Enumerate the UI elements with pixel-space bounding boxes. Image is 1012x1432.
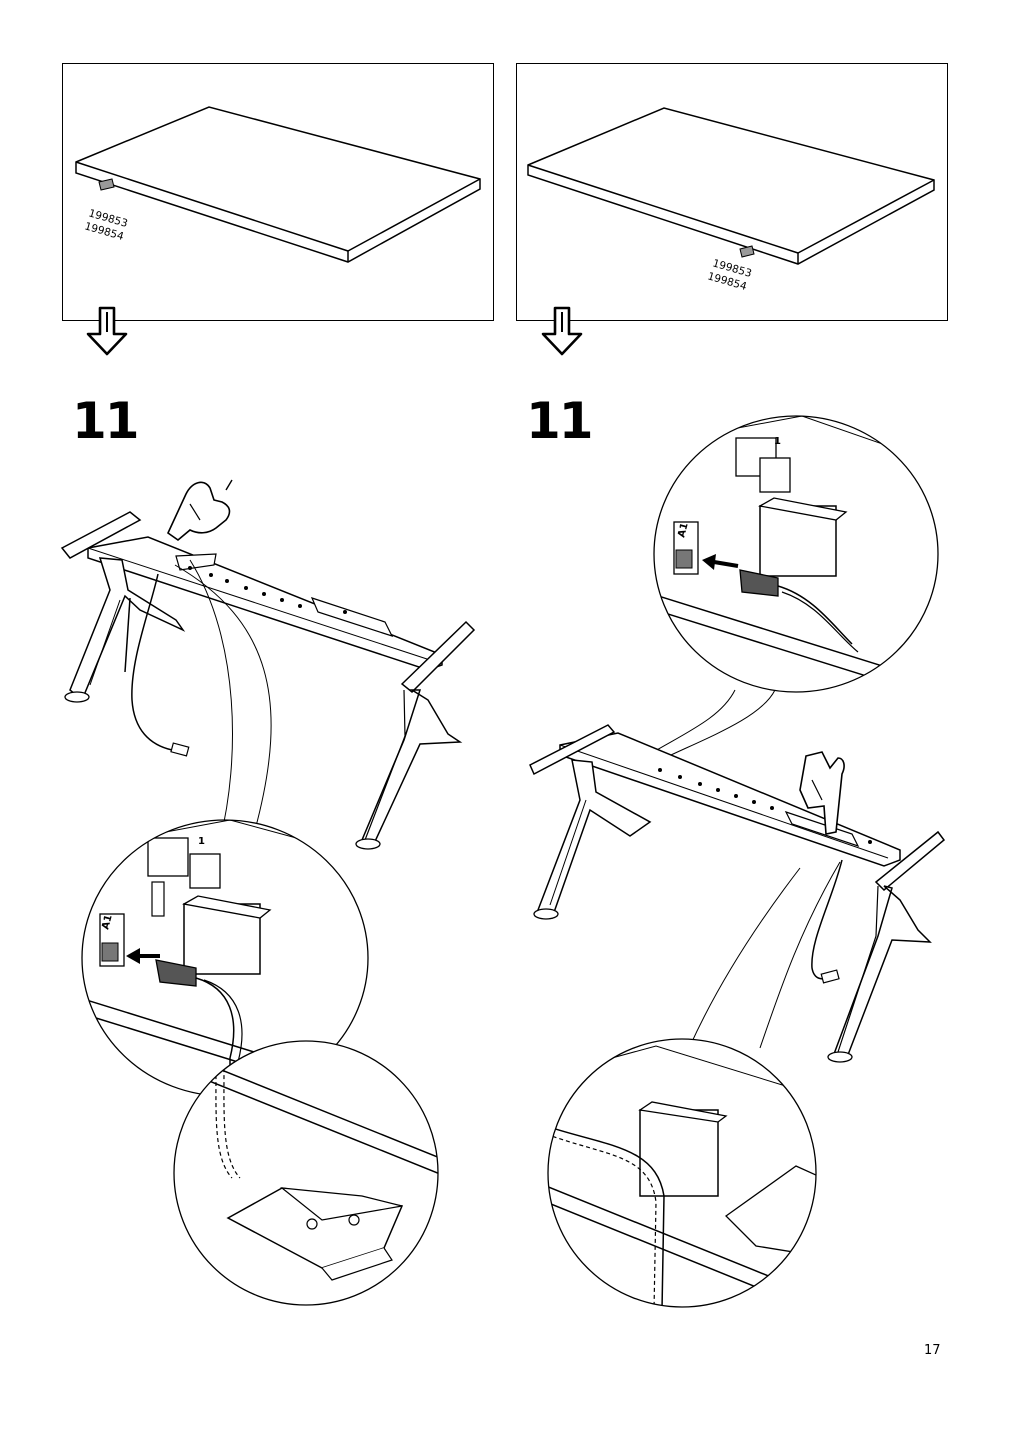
detail-callout-left-lower — [173, 1040, 439, 1306]
step-number-right: 11 — [526, 392, 594, 450]
detail-callout-right-lower — [547, 1038, 817, 1308]
step-number-left: 11 — [72, 392, 140, 450]
bracket-part — [739, 245, 755, 258]
connector-label: A1 — [100, 914, 114, 931]
hand-pointer-icon — [799, 751, 845, 835]
detail-callout-right-upper: A1 1 — [653, 415, 939, 693]
hand-pointer-icon — [166, 479, 233, 542]
bracket-part — [98, 178, 115, 191]
connector-arrow-icon — [126, 948, 160, 964]
down-arrow-icon — [86, 306, 128, 356]
tabletop-left-illustration: 199853 199854 — [75, 106, 481, 263]
port-label: 1 — [198, 836, 205, 847]
tabletop-right-illustration: 199853 199854 — [527, 107, 935, 293]
connector-label: A1 — [676, 522, 690, 539]
connector-arrow-icon — [702, 554, 739, 570]
page-number: 17 — [924, 1343, 941, 1358]
port-label: 1 — [774, 436, 781, 447]
down-arrow-icon — [541, 306, 583, 356]
